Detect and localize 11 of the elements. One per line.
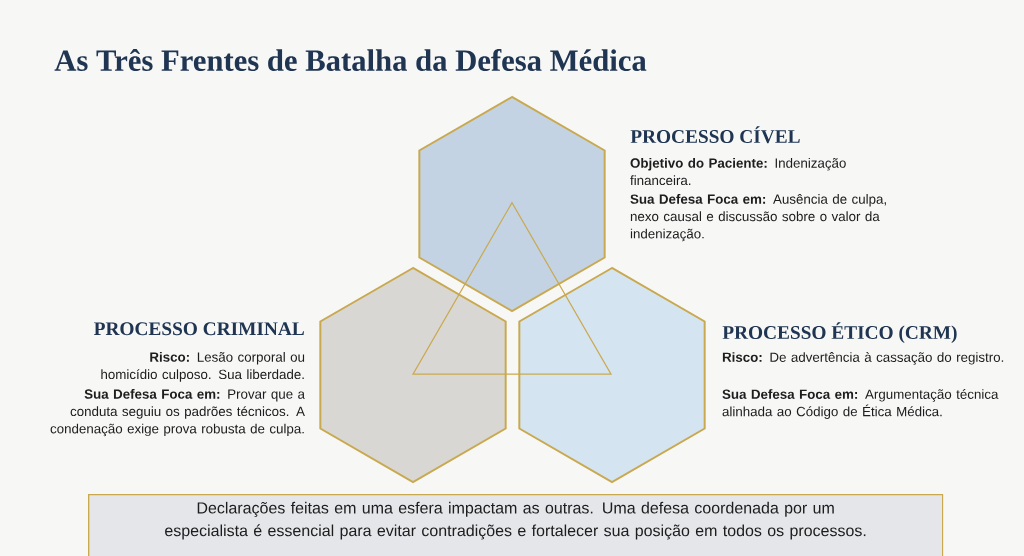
heading: PROCESSO ÉTICO (CRM) bbox=[722, 322, 957, 343]
heading: PROCESSO CÍVEL bbox=[630, 126, 800, 144]
description: Sua Defesa Foca em: Argumentação técnica alinhada ao Código de Ética Médica. bbox=[722, 389, 999, 419]
heading: PROCESSO CRIMINAL bbox=[94, 322, 304, 336]
description: Risco: Lesão corporal ou homicídio culposo. Sua liberdade. bbox=[101, 352, 305, 382]
description: Risco: De advertência à cassação do registro. bbox=[722, 352, 1004, 365]
description: Sua Defesa Foca em: Ausência de culpa, nexo causal e discussão sobre o valor da indenização. bbox=[630, 194, 886, 242]
description: Objetivo do Paciente: Indenização financeira. bbox=[630, 158, 846, 186]
description: Sua Defesa Foca em: Provar que a conduta seguiu os padrões técnicos. A condenação exige prova robusta de culpa. bbox=[50, 389, 305, 437]
title: As Três Frentes de Batalha da Defesa Médica bbox=[54, 49, 647, 71]
note-box: Declarações feitas em uma esfera impactam as outras. Uma defesa coordenada por um especialista é essencial para evitar contradições e fortalecer sua posição em todos os processos. bbox=[88, 494, 944, 556]
